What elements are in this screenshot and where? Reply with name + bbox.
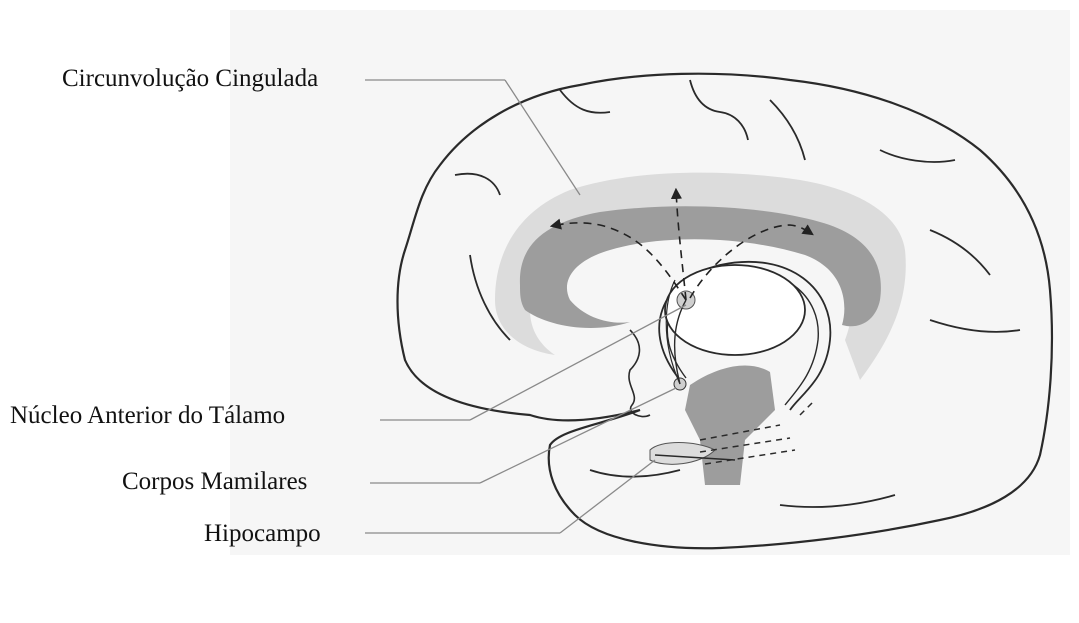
sulcus (770, 100, 805, 160)
thalamus (665, 265, 805, 355)
brainstem (685, 366, 775, 485)
sulcus (560, 90, 610, 113)
dashed-fiber (800, 400, 815, 415)
sulcus (455, 174, 500, 195)
label-anterior-thalamic-nucleus: Núcleo Anterior do Tálamo (10, 403, 285, 428)
sulcus (930, 230, 990, 275)
basal-contour (629, 330, 650, 417)
sulcus (690, 80, 748, 140)
label-mammillary-bodies: Corpos Mamilares (122, 469, 307, 494)
leader-line-hippo (560, 460, 655, 533)
sulcus (780, 495, 895, 507)
leader-line-mamillary (480, 388, 676, 483)
label-hippocampus: Hipocampo (204, 521, 321, 546)
leader-line-cingulate (505, 80, 580, 195)
sulcus (930, 320, 1020, 332)
label-cingulate-gyrus: Circunvolução Cingulada (62, 66, 318, 91)
sulcus (880, 150, 955, 162)
